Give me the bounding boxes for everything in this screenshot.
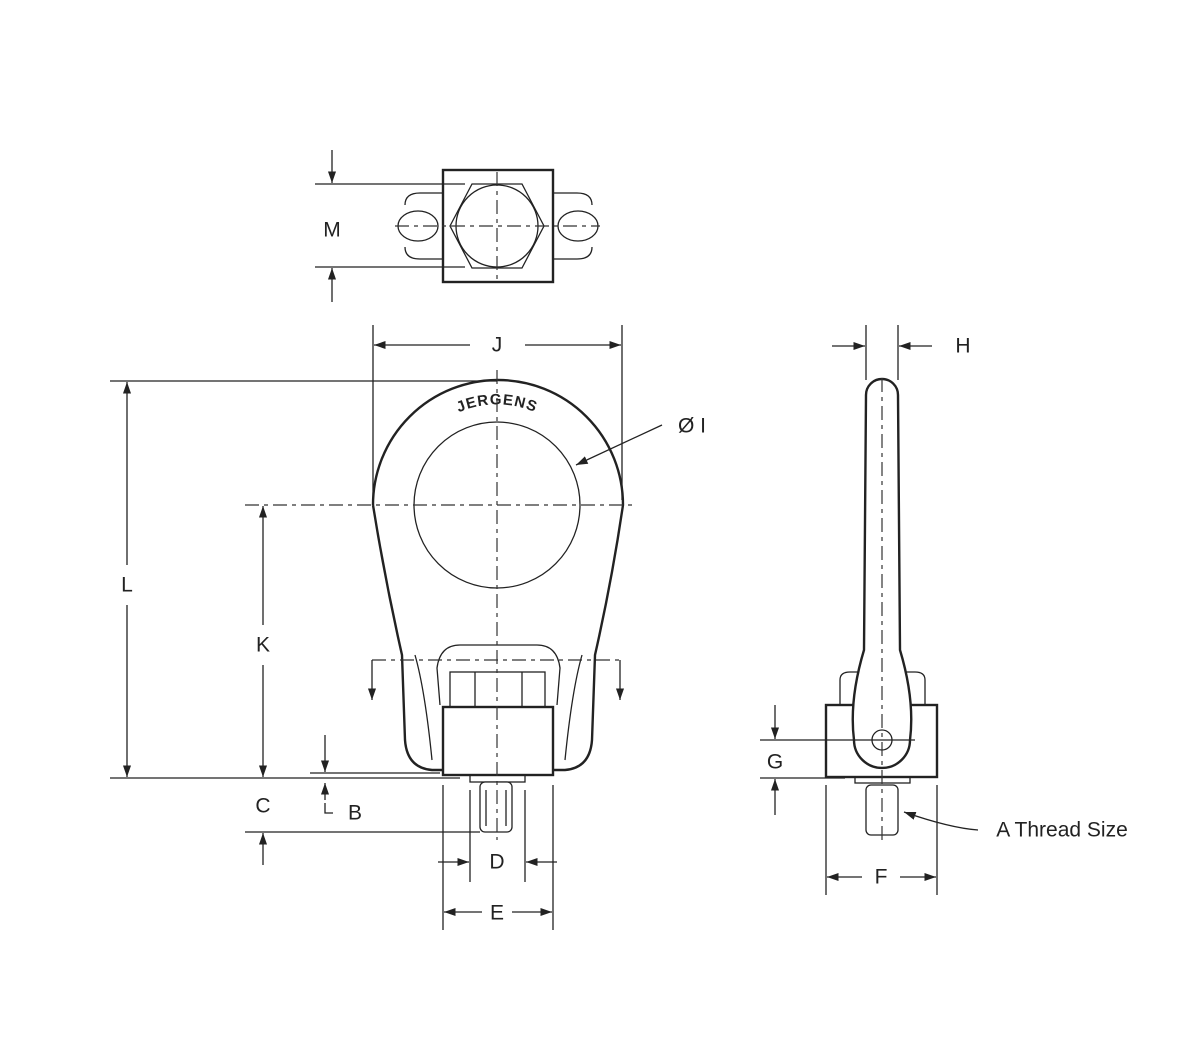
- front-view: JERGENS J Ø I L K B: [110, 325, 706, 930]
- dim-b-label: B: [348, 802, 362, 825]
- side-view: H G F A Thread Size: [760, 325, 1128, 895]
- dim-j-label: J: [492, 334, 503, 357]
- left-lug: [404, 192, 445, 260]
- dim-e-label: E: [490, 902, 504, 925]
- dim-d-label: D: [489, 851, 504, 874]
- eye-outer-left: [371, 504, 443, 772]
- dim-h-label: H: [955, 335, 970, 358]
- dim-c-label: C: [255, 795, 270, 818]
- top-view: M: [315, 150, 600, 302]
- dim-a-label: A Thread Size: [996, 819, 1128, 842]
- dim-f-label: F: [875, 866, 888, 889]
- dim-g-label: G: [767, 751, 783, 774]
- thread-stud: [479, 781, 513, 833]
- dim-m-label: M: [323, 219, 341, 242]
- right-lug: [552, 192, 593, 260]
- dim-i-label: Ø I: [678, 415, 706, 438]
- dim-l-label: L: [121, 574, 133, 597]
- body-block: [441, 705, 555, 777]
- dim-k-label: K: [256, 634, 270, 657]
- eye-outer: [371, 378, 625, 772]
- side-blade: [851, 377, 913, 770]
